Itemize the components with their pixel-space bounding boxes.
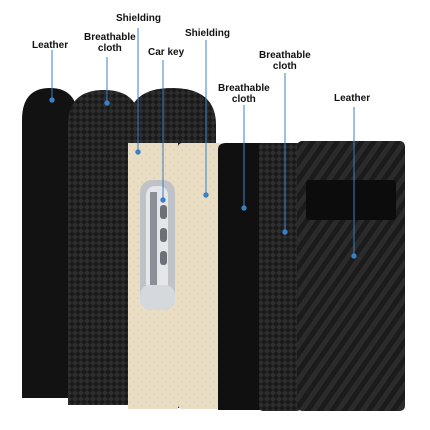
breathable-cloth-layer-right bbox=[259, 143, 301, 411]
label-shielding-left: Shielding bbox=[116, 13, 161, 24]
car-key-graphic bbox=[140, 180, 175, 310]
label-leather-left: Leather bbox=[32, 40, 69, 51]
breathable-cloth-layer-mid bbox=[218, 143, 262, 410]
shielding-sheet-right bbox=[178, 143, 223, 409]
label-breathable-cloth-mid: Breathable cloth bbox=[218, 83, 270, 105]
label-shielding-right: Shielding bbox=[185, 28, 230, 39]
label-breathable-cloth-left: Breathable cloth bbox=[84, 32, 136, 54]
label-car-key: Car key bbox=[148, 47, 185, 58]
label-breathable-cloth-right: Breathable cloth bbox=[259, 50, 311, 72]
leather-strap bbox=[306, 180, 396, 220]
breathable-cloth-layer-left bbox=[68, 90, 140, 405]
leather-layer-left bbox=[22, 88, 78, 398]
label-leather-right: Leather bbox=[334, 93, 371, 104]
